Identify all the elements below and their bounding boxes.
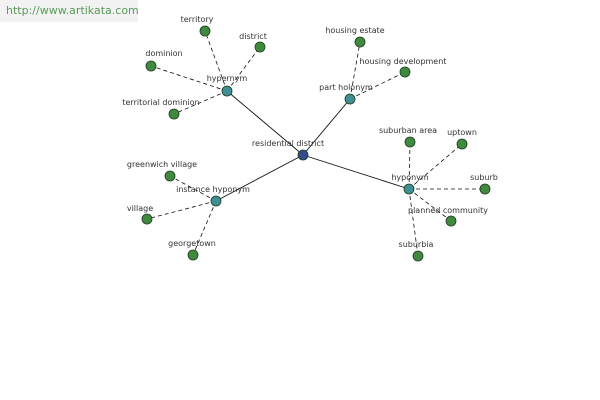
label-district: district [239,32,267,41]
node-hyponym[interactable] [403,183,415,195]
edge-hypernym-district [226,46,261,92]
node-georgetown[interactable] [187,249,199,261]
edge-part_holonym-housing_development [349,71,406,100]
label-georgetown: georgetown [168,239,216,248]
node-planned-community[interactable] [445,215,457,227]
label-village: village [127,204,153,213]
graph-edges [146,30,485,257]
edge-hyponym-planned_community [408,188,452,222]
node-suburbia[interactable] [412,250,424,262]
node-housing-estate[interactable] [354,36,366,48]
label-housing-development: housing development [360,57,447,66]
node-dominion[interactable] [145,60,157,72]
node-territory[interactable] [199,25,211,37]
edge-hyponym-suburbia [408,188,419,257]
edge-instance_hyponym-georgetown [192,200,217,256]
edge-center-hyponym [302,154,410,190]
edge-instance_hyponym-village [146,200,217,220]
node-instance-hyponym[interactable] [210,195,222,207]
label-suburban-area: suburban area [379,126,437,135]
node-uptown[interactable] [456,138,468,150]
node-village[interactable] [141,213,153,225]
label-uptown: uptown [447,128,477,137]
label-dominion: dominion [145,49,182,58]
node-suburban-area[interactable] [404,136,416,148]
edge-part_holonym-housing_estate [349,41,361,100]
label-territorial-dominion: territorial dominion [122,98,199,107]
edge-hyponym-uptown [408,143,463,190]
graph-labels: residential district hypernym part holonym… [122,15,497,249]
node-district[interactable] [254,41,266,53]
node-territorial-dominion[interactable] [168,108,180,120]
label-center: residential district [252,139,324,148]
node-hypernym[interactable] [221,85,233,97]
node-center[interactable] [297,149,309,161]
watermark-text: http://www.artikata.com [6,4,139,17]
label-territory: territory [181,15,214,24]
node-part-holonym[interactable] [344,93,356,105]
label-housing-estate: housing estate [325,26,384,35]
label-suburbia: suburbia [399,240,434,249]
edge-hyponym-suburban_area [408,141,411,190]
label-greenwich-village: greenwich village [127,160,197,169]
label-hyponym: hyponym [391,173,429,182]
watermark-banner: http://www.artikata.com [0,0,139,22]
label-part-holonym: part holonym [319,83,373,92]
label-suburb: suburb [470,173,498,182]
label-planned-community: planned community [408,206,488,215]
node-housing-development[interactable] [399,66,411,78]
edge-instance_hyponym-greenwich_village [169,175,217,202]
edge-hypernym-territorial_dominion [173,90,228,115]
graph-nodes [141,25,491,262]
label-instance-hyponym: instance hyponym [176,185,250,194]
edge-hypernym-territory [204,30,228,92]
node-suburb[interactable] [479,183,491,195]
label-hypernym: hypernym [207,74,248,83]
edge-center-hypernym [226,90,304,156]
edge-hypernym-dominion [150,65,228,92]
node-greenwich-village[interactable] [164,170,176,182]
edge-center-instance_hyponym [215,154,304,202]
edge-center-part_holonym [302,98,351,156]
